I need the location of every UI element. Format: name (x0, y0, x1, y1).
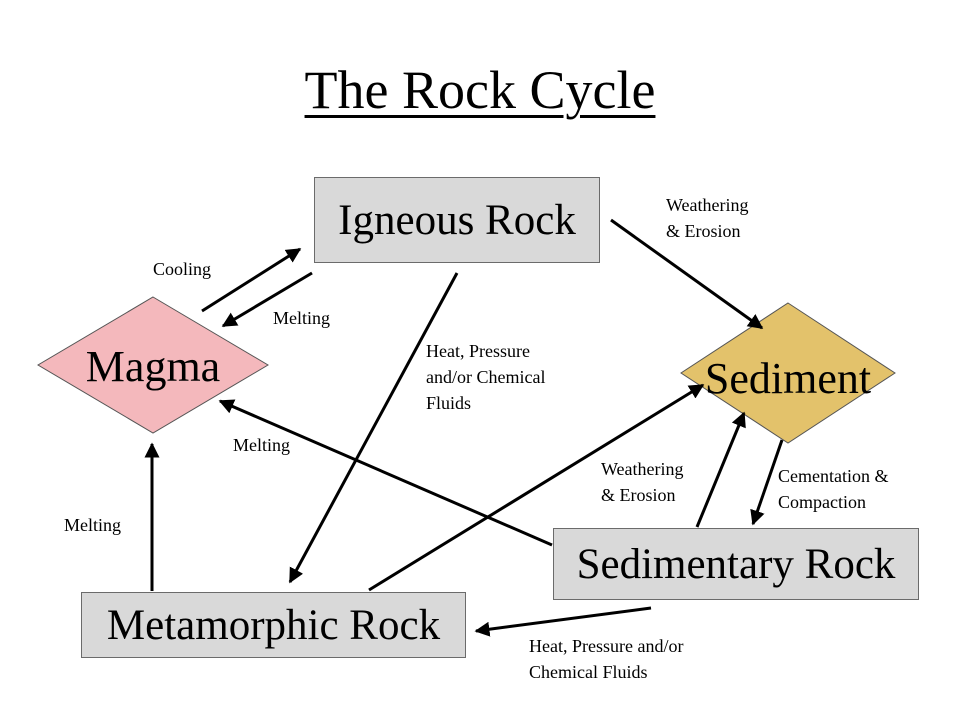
label-melting-from-sedimentary: Melting (233, 435, 290, 455)
arrow-sedimentary-to-sediment (695, 411, 746, 528)
magma-diamond (37, 296, 269, 434)
node-sedimentary-rock-label: Sedimentary Rock (576, 540, 896, 588)
sediment-diamond (680, 302, 896, 444)
node-magma-label: Magma (85, 341, 221, 391)
label-melting-from-igneous: Melting (273, 308, 330, 328)
label-heat-pressure-igneous: Heat, Pressure and/or Chemical Fluids (426, 341, 546, 413)
label-melting-from-metamorphic: Melting (64, 515, 121, 535)
label-weathering-erosion-top: Weathering & Erosion (666, 195, 749, 241)
node-sedimentary-rock: Sedimentary Rock (553, 528, 919, 600)
label-cooling: Cooling (153, 259, 212, 279)
arrow-igneous-to-metamorphic (288, 272, 459, 584)
arrow-metamorphic-to-sediment (368, 383, 705, 592)
label-weathering-erosion-lower: Weathering & Erosion (601, 459, 684, 505)
arrow-igneous-to-sediment (610, 218, 764, 330)
label-heat-pressure-sedimentary: Heat, Pressure and/or Chemical Fluids (529, 636, 684, 682)
node-metamorphic-rock-label: Metamorphic Rock (106, 601, 441, 649)
label-cementation-compaction: Cementation & Compaction (778, 466, 889, 512)
arrow-sedimentary-to-magma (218, 399, 553, 547)
arrow-magma-to-igneous (201, 247, 302, 313)
node-metamorphic-rock: Metamorphic Rock (81, 592, 466, 658)
node-igneous-rock-label: Igneous Rock (338, 196, 576, 244)
page-title: The Rock Cycle (304, 60, 656, 120)
node-sediment-label: Sediment (704, 353, 872, 403)
arrow-igneous-to-magma (221, 271, 313, 328)
arrow-sedimentary-to-metamorphic (474, 606, 652, 637)
node-igneous-rock: Igneous Rock (314, 177, 600, 263)
arrow-sediment-to-sedimentary (750, 439, 784, 526)
